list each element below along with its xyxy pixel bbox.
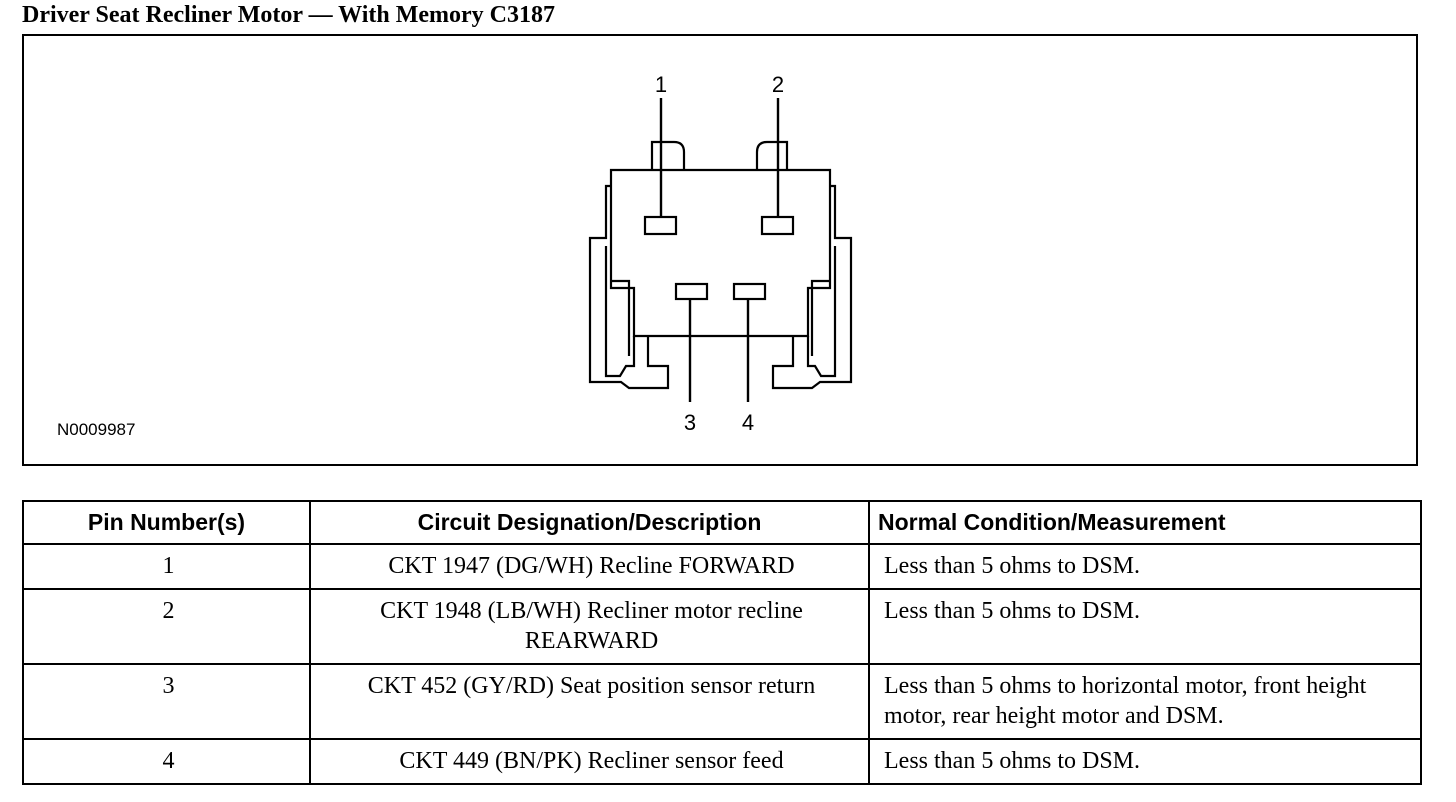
table-row: 3 CKT 452 (GY/RD) Seat position sensor r…	[22, 663, 1422, 740]
pin-1-terminal	[643, 215, 678, 236]
table-row: 1 CKT 1947 (DG/WH) Recline FORWARD Less …	[22, 543, 1422, 590]
pin-2-label: 2	[772, 72, 784, 97]
table-row: 2 CKT 1948 (LB/WH) Recliner motor reclin…	[22, 588, 1422, 665]
circuit-cell: CKT 452 (GY/RD) Seat position sensor ret…	[309, 663, 870, 740]
table-row: 4 CKT 449 (BN/PK) Recliner sensor feed L…	[22, 738, 1422, 785]
page-title: Driver Seat Recliner Motor — With Memory…	[22, 2, 555, 28]
connector-guide-left	[588, 184, 670, 390]
pin-3-terminal	[674, 282, 709, 301]
pin-cell: 3	[22, 663, 311, 740]
pin-4-terminal	[732, 282, 767, 301]
condition-cell: Less than 5 ohms to DSM.	[868, 543, 1422, 590]
connector-latch-right	[755, 140, 789, 170]
pin-cell: 2	[22, 588, 311, 665]
header-condition: Normal Condition/Measurement	[868, 500, 1422, 545]
header-pin-numbers: Pin Number(s)	[22, 500, 311, 545]
pin-cell: 4	[22, 738, 311, 785]
circuit-cell: CKT 1948 (LB/WH) Recliner motor recline …	[309, 588, 870, 665]
pin-cell: 1	[22, 543, 311, 590]
pin-1-label: 1	[655, 72, 667, 97]
pin-2-terminal	[760, 215, 795, 236]
condition-cell: Less than 5 ohms to DSM.	[868, 738, 1422, 785]
figure-id: N0009987	[57, 420, 136, 439]
connector-body-outline	[609, 168, 832, 338]
connector-latch-left	[650, 140, 686, 170]
table-header-row: Pin Number(s) Circuit Designation/Descri…	[22, 500, 1422, 545]
pin-table: Pin Number(s) Circuit Designation/Descri…	[22, 500, 1422, 785]
connector-guide-right	[771, 184, 853, 390]
header-circuit: Circuit Designation/Description	[309, 500, 870, 545]
pin-4-label: 4	[742, 410, 754, 435]
connector-diagram: 1 2 3 4 N0009987	[22, 34, 1418, 466]
circuit-cell: CKT 1947 (DG/WH) Recline FORWARD	[309, 543, 870, 590]
pin-3-label: 3	[684, 410, 696, 435]
connector-face-drawing: 1 2 3 4	[588, 72, 853, 435]
condition-cell: Less than 5 ohms to DSM.	[868, 588, 1422, 665]
condition-cell: Less than 5 ohms to horizontal motor, fr…	[868, 663, 1422, 740]
circuit-cell: CKT 449 (BN/PK) Recliner sensor feed	[309, 738, 870, 785]
